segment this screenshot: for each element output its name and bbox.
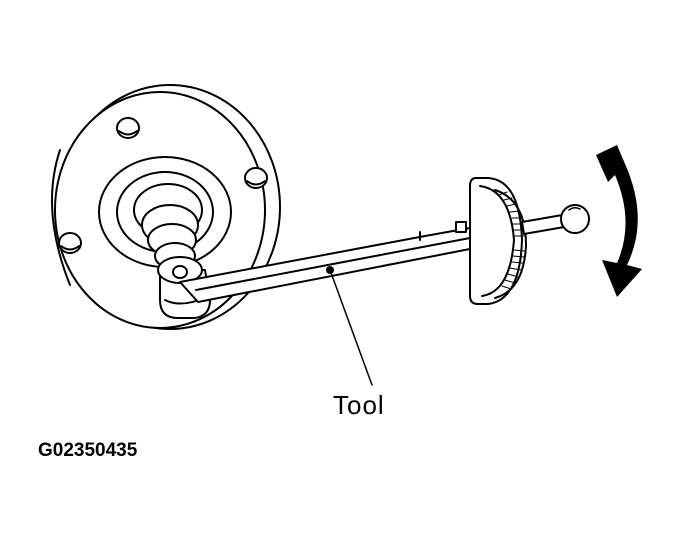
tool-leader-line [329,269,373,386]
handle-ball [560,204,590,234]
rotation-arrow-icon [596,145,642,297]
socket-hole [172,265,188,279]
dial-tick-marks [498,191,526,290]
hub-center [98,156,232,270]
wrench-clip [455,221,467,233]
bolt-holes [58,117,268,254]
figure-id: G02350435 [38,440,138,461]
dial-housing [469,177,523,305]
dial-scale-arc [494,189,527,299]
dial-gauge [469,177,527,305]
tool-label: Tool [333,390,385,420]
flange-edge-line [51,149,71,286]
wrench-handle [521,204,590,235]
